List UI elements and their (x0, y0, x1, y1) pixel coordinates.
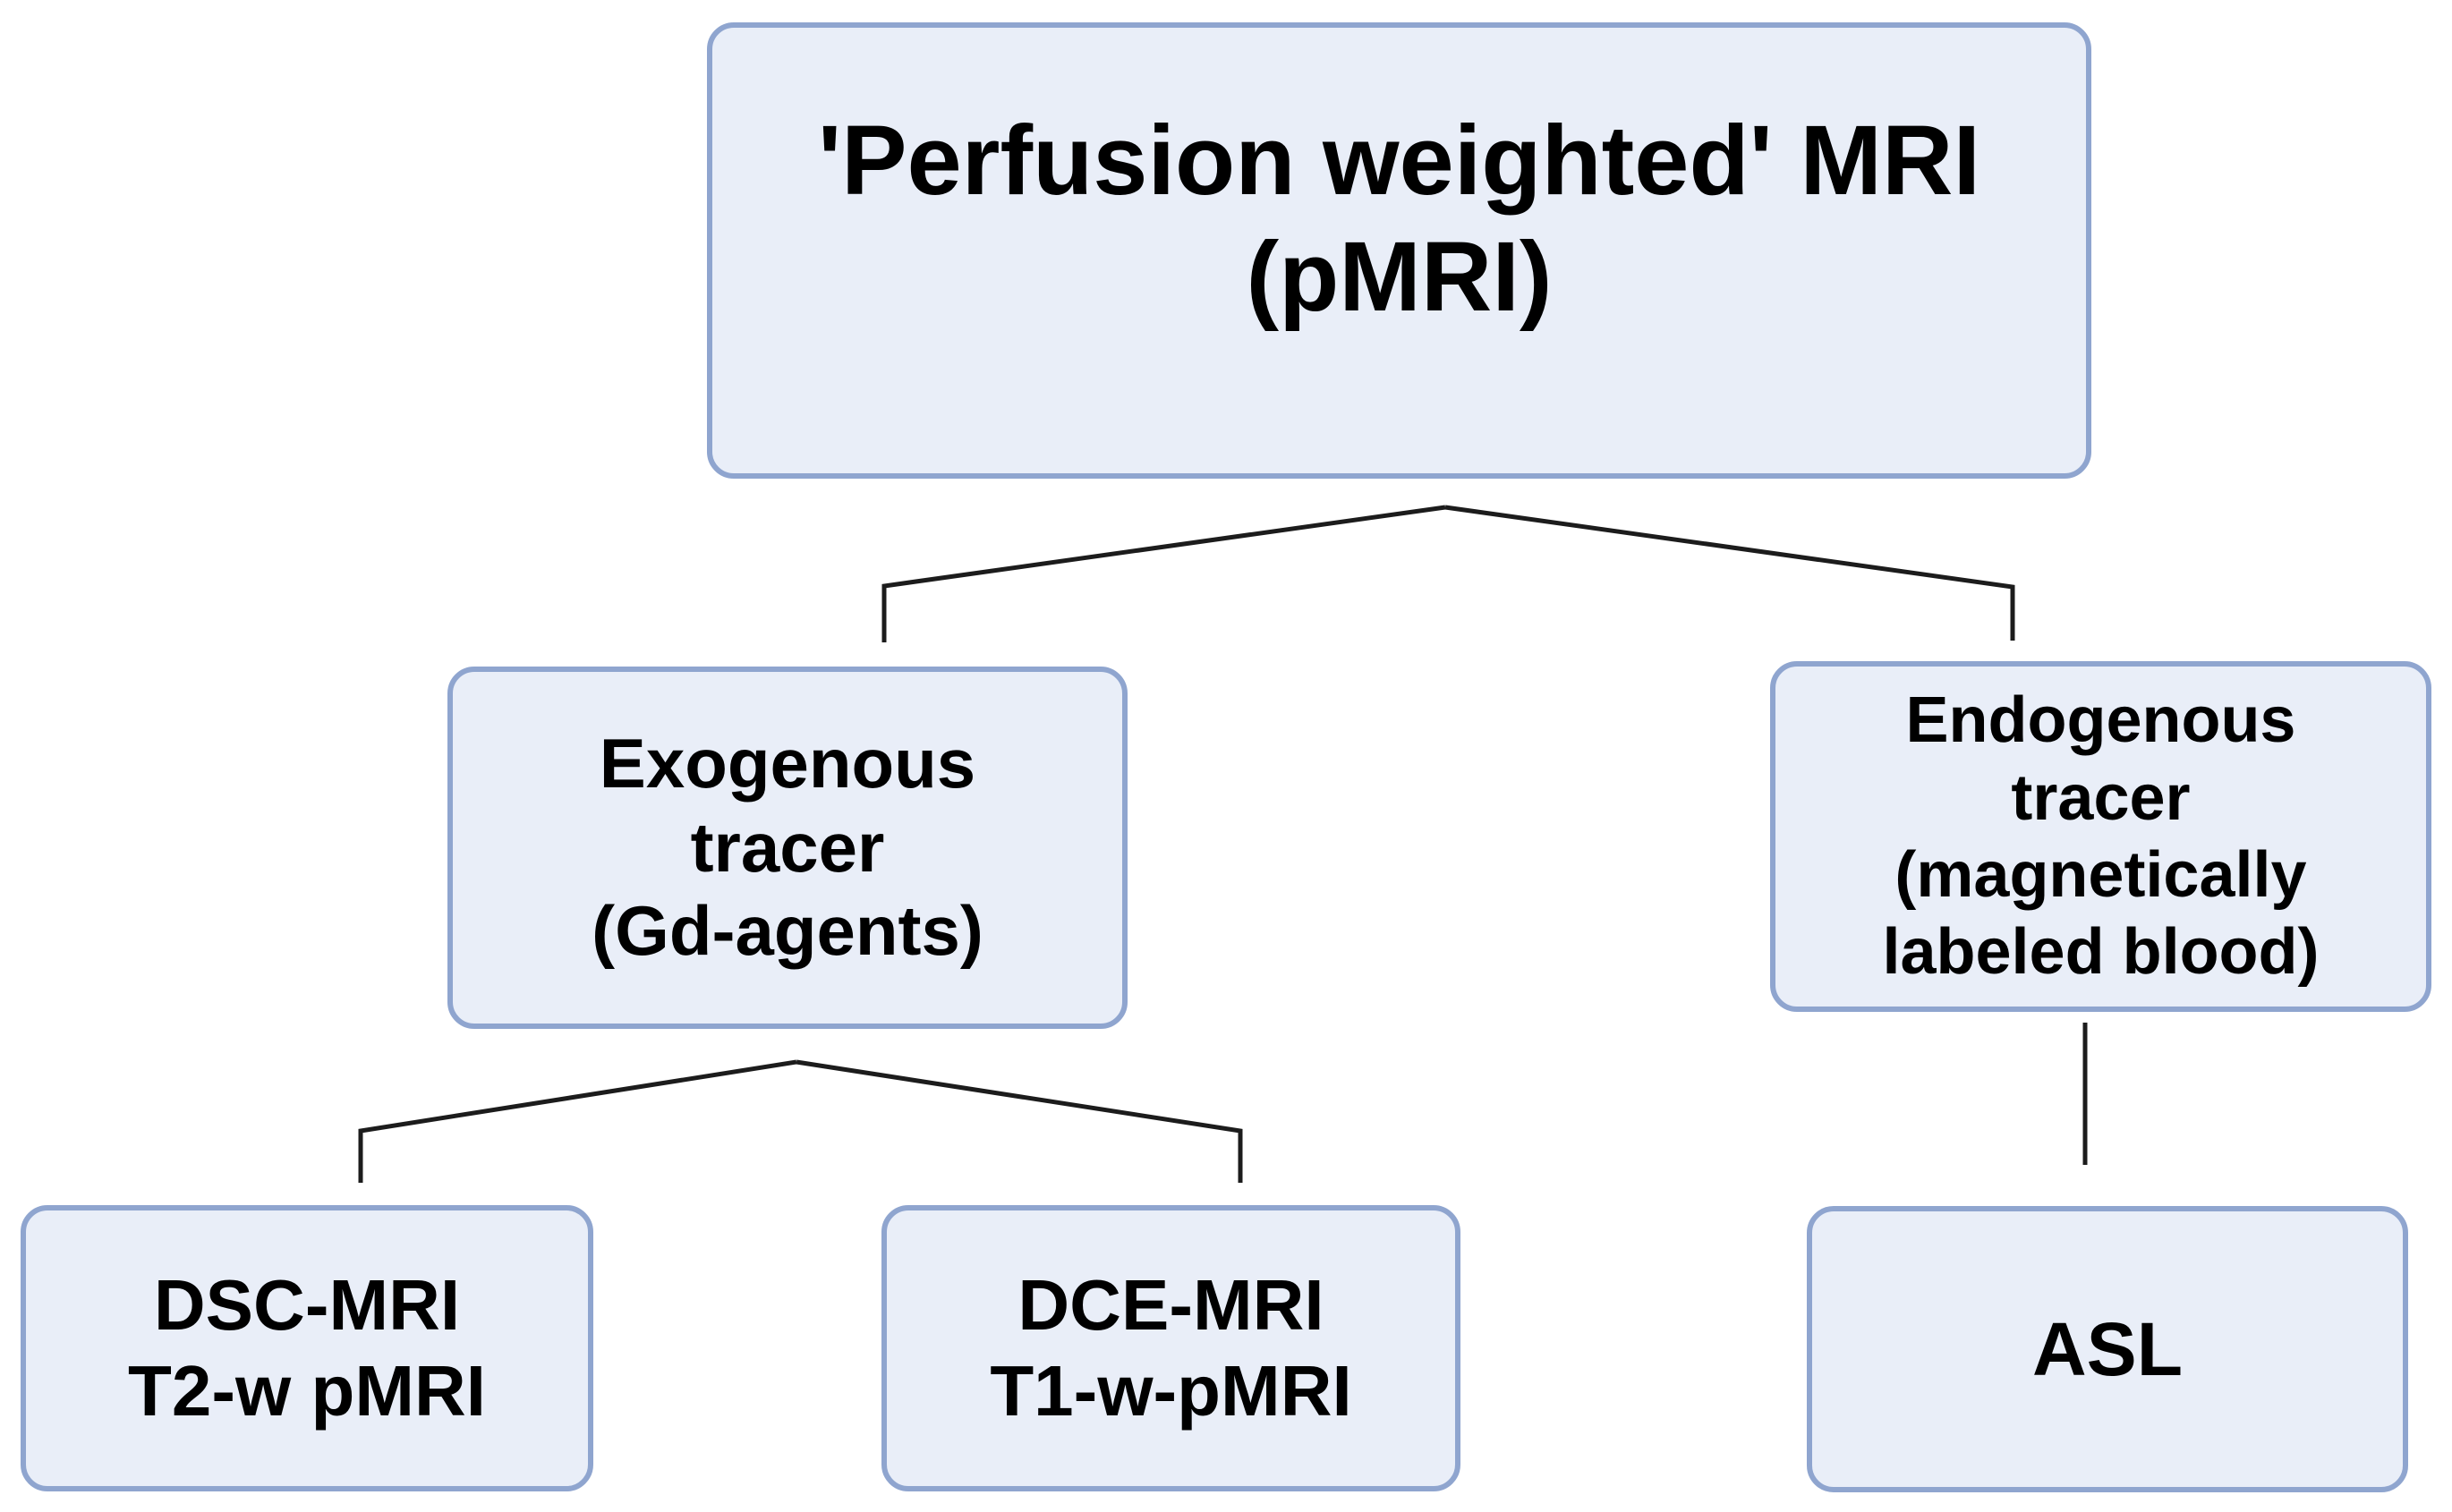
connector-exogenous-dce (796, 1059, 1243, 1183)
node-dce-mri-label: DCE-MRI T1-w-pMRI (990, 1265, 1352, 1431)
connector-exogenous-dsc (358, 1059, 797, 1183)
node-dsc-mri-label: DSC-MRI T2-w pMRI (128, 1265, 486, 1431)
node-exogenous-tracer-label: Exogenous tracer (Gd-agents) (592, 724, 983, 971)
connector-pmri-exogenous (881, 505, 1446, 642)
node-pmri-label: 'Perfusion weighted' MRI (pMRI) (817, 106, 1981, 332)
node-asl: ASL (1807, 1206, 2408, 1492)
node-endogenous-tracer-label: Endogenous tracer (magnetically labeled … (1882, 684, 2320, 989)
node-dsc-mri: DSC-MRI T2-w pMRI (21, 1205, 593, 1491)
node-endogenous-tracer: Endogenous tracer (magnetically labeled … (1770, 661, 2431, 1012)
node-dce-mri: DCE-MRI T1-w-pMRI (881, 1205, 1460, 1491)
node-exogenous-tracer: Exogenous tracer (Gd-agents) (447, 667, 1128, 1029)
node-pmri: 'Perfusion weighted' MRI (pMRI) (707, 22, 2091, 479)
connector-pmri-endogenous (1444, 505, 2015, 641)
node-asl-label: ASL (2032, 1306, 2183, 1391)
